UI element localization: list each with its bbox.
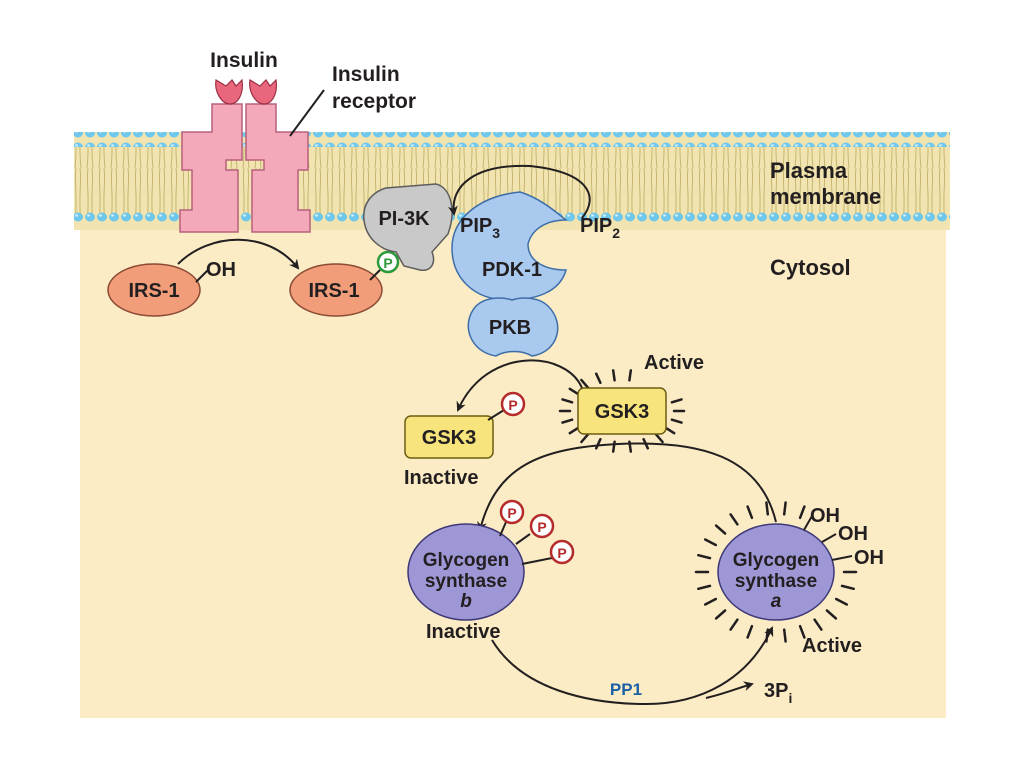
gs-a-label-line1: Glycogen (733, 550, 820, 571)
gsk3-active-glow-ray (670, 418, 683, 424)
gsk3-active-glow-ray (664, 426, 676, 435)
gsk3-phospho-bond (487, 409, 505, 421)
gsk3-active-glow-ray (594, 372, 602, 385)
insulin-receptor-pointer (289, 89, 325, 137)
plasma-membrane-label-line1: Plasma (770, 158, 848, 183)
gs-a-glow-ray (825, 609, 838, 620)
gs-a-glow-ray (746, 624, 754, 639)
pdk1-label: PDK-1 (482, 259, 542, 281)
gs-a-label-line2: synthase (735, 571, 817, 592)
gs-a-oh-1: OH (810, 505, 840, 527)
insulin-receptor (179, 103, 311, 233)
gsk3-active-glow-ray (654, 433, 664, 444)
gsk3-active-glow-ray (580, 378, 590, 389)
gs-a-oh-2: OH (838, 523, 868, 545)
gs-b-label-line2: synthase (425, 571, 507, 592)
gs-a-glow-ray (813, 618, 823, 631)
irs1-right-label: IRS-1 (308, 280, 359, 302)
gsk3-active-state-label: Active (644, 352, 704, 374)
glycogen-synthase-b (407, 523, 525, 621)
gs-b-phosphate-3-label: P (557, 545, 566, 561)
gs-a-glow-ray (714, 609, 727, 620)
gs-b-inactive-label: Inactive (426, 621, 500, 643)
pdk1-enzyme (451, 191, 569, 301)
gsk3-active-glow-ray (611, 440, 616, 453)
irs1-left-label: IRS-1 (128, 280, 179, 302)
irs1-right (289, 263, 383, 317)
gsk3-inactive-state-label: Inactive (404, 467, 478, 489)
gs-b-phosphates (499, 521, 553, 565)
pip2-label: PIP2 (580, 215, 620, 241)
pkb-to-gsk3-arrow (456, 359, 583, 412)
gsk3-active-glow-ray (568, 426, 580, 435)
gsk3-inactive-label: GSK3 (422, 427, 476, 449)
gs-a-glow-ray (765, 501, 770, 516)
irs1-left (107, 263, 201, 317)
gs-a-glow-ray (697, 584, 712, 591)
gs-a-glow-ray (840, 584, 855, 591)
oh-label: OH (206, 259, 236, 281)
gs-a-active-label: Active (802, 635, 862, 657)
gsk3-active-glow-ray (670, 398, 683, 404)
gsk3-active-glow-ray (594, 437, 602, 450)
gsk3-active-label: GSK3 (595, 401, 649, 423)
gs-b-phosphate-3 (549, 539, 575, 565)
pi3k-label: PI-3K (378, 208, 430, 230)
gsk3-active-glow-ray (568, 387, 580, 396)
glycogen-synthase-a (717, 523, 835, 621)
oh-bond (195, 269, 209, 283)
gs-a-glow-ray (782, 501, 787, 516)
phosphate-release-label: 3Pi (764, 680, 792, 706)
gs-a-glow-ray (697, 553, 712, 560)
gs-b-phosphate-1 (499, 499, 525, 525)
pp1-label: PP1 (610, 680, 642, 699)
gs-a-glow-ray (746, 505, 754, 520)
insulin-molecule (215, 78, 277, 105)
gs-a-glow-ray (782, 628, 787, 643)
gsk3-active-glow-ray (580, 433, 590, 444)
gs-b-phosphate-2 (529, 513, 555, 539)
irs1-phospho-bond (369, 269, 381, 281)
gs-b-label-line1: Glycogen (423, 550, 510, 571)
gs-a-glow-ray (703, 538, 718, 547)
gs-a-glow-ray (729, 513, 739, 526)
gsk3-active-glow-ray (561, 398, 574, 404)
gs-a-label-line3: a (771, 591, 782, 612)
irs1-phosphate-label: P (383, 255, 392, 271)
pip3-label: PIP3 (460, 215, 500, 241)
gsk3-active-glow-ray (628, 369, 633, 382)
gs-a-glow-ray (729, 618, 739, 631)
irs1-phosphate (376, 250, 400, 274)
pp1-dephosphorylation-arc (491, 626, 774, 706)
gsk3-active-glow-ray (561, 418, 574, 424)
receptor-phosphorylation-arrow (177, 238, 300, 270)
gs-b-phosphate-2-label: P (537, 519, 546, 535)
insulin-receptor-label-line2: receptor (332, 90, 416, 113)
gs-a-glow-ray (703, 597, 718, 606)
gsk3-phosphorylation-arc (477, 442, 777, 532)
gs-b-label-line3: b (460, 591, 472, 612)
gs-a-oh-3: OH (854, 547, 884, 569)
pip2-to-pip3-arrow (447, 164, 591, 219)
gs-b-phosphate-1-label: P (507, 505, 516, 521)
phosphate-release-arrow (705, 681, 754, 699)
gs-a-oh-bonds (803, 515, 853, 561)
plasma-membrane-label-line2: membrane (770, 184, 881, 209)
pkb-label: PKB (489, 317, 531, 339)
cytosol-label: Cytosol (770, 255, 851, 280)
gs-a-glow-ray (798, 624, 806, 639)
gsk3-phosphate (500, 391, 526, 417)
insulin-receptor-label-line1: Insulin (332, 63, 400, 86)
gsk3-phosphate-label: P (508, 397, 517, 413)
gsk3-inactive (404, 415, 494, 459)
gsk3-active-glow-ray (611, 369, 616, 382)
gs-a-glow-ray (798, 505, 806, 520)
gsk3-active (577, 387, 667, 435)
insulin-label: Insulin (210, 49, 278, 72)
gs-a-glow-ray (714, 524, 727, 535)
pkb-enzyme (467, 297, 559, 357)
gs-a-glow-ray (834, 597, 849, 606)
